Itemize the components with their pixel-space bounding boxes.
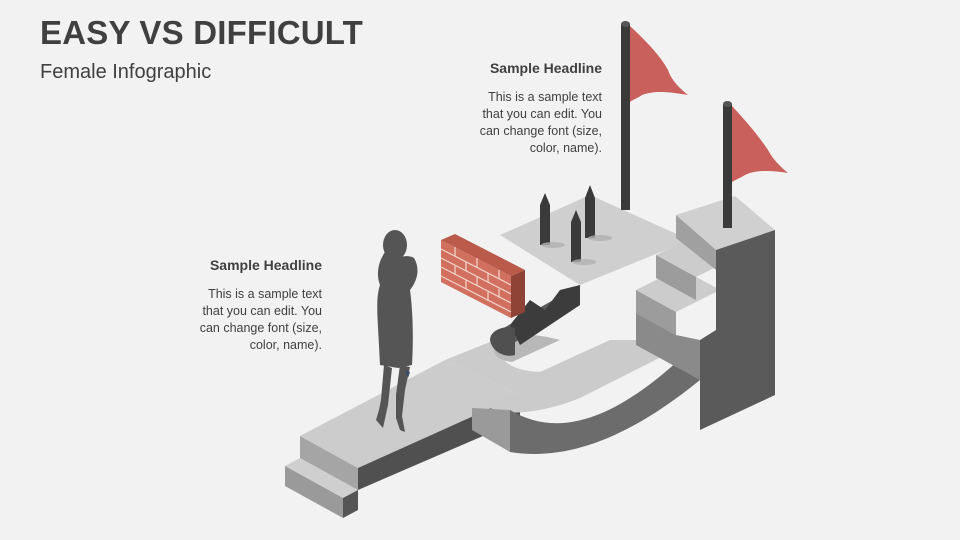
lower-step-1-front (300, 436, 358, 490)
female-silhouette (376, 230, 418, 432)
brick-wall-side (511, 270, 525, 318)
brick-wall-top (441, 234, 525, 276)
callout-top: Sample Headline This is a sample text th… (362, 60, 602, 157)
flag-2 (732, 106, 788, 182)
callout-left: Sample Headline This is a sample text th… (82, 257, 322, 354)
callout-left-line-2: that you can edit. You (202, 304, 322, 318)
stair-top-front (676, 215, 716, 270)
stairs-right-wall (700, 230, 775, 430)
spike-obstacles (540, 185, 595, 262)
callout-left-body: This is a sample text that you can edit.… (82, 286, 322, 354)
brick-mortar-lines (440, 247, 512, 313)
stairs-left-wall (636, 313, 700, 380)
callout-top-line-1: This is a sample text (488, 90, 602, 104)
slide-subtitle: Female Infographic (40, 61, 212, 83)
flag-pole-1 (621, 24, 630, 210)
brick-wall-front (441, 240, 511, 318)
callout-top-headline: Sample Headline (489, 60, 602, 76)
callout-top-line-2: that you can edit. You (482, 107, 602, 121)
u-path-outer-wall (510, 340, 700, 454)
u-path-mid-wall (472, 408, 510, 452)
callout-left-line-1: This is a sample text (208, 287, 322, 301)
shoe-accent (405, 370, 410, 378)
callout-top-body: This is a sample text that you can edit.… (362, 89, 602, 157)
callout-left-line-3: can change font (size, (199, 321, 322, 335)
callout-left-headline: Sample Headline (209, 257, 322, 273)
broken-ramp-edge (510, 285, 580, 345)
u-inner-wall (490, 327, 515, 356)
walkway-top (300, 360, 520, 468)
flag-pole-2 (723, 104, 732, 228)
lower-step-2-side (343, 490, 358, 518)
flag-1 (630, 26, 688, 102)
slide-title: EASY VS DIFFICULT (40, 14, 364, 51)
u-path-top (445, 330, 695, 413)
callout-top-line-4: color, name). (529, 141, 602, 155)
callout-top-line-3: can change font (size, (479, 124, 602, 138)
stair-1-front (636, 290, 676, 335)
lower-step-2-top (285, 458, 358, 498)
callout-left-line-4: color, name). (249, 338, 322, 352)
stair-2-front (656, 255, 696, 300)
lower-step-2-front (285, 466, 343, 518)
